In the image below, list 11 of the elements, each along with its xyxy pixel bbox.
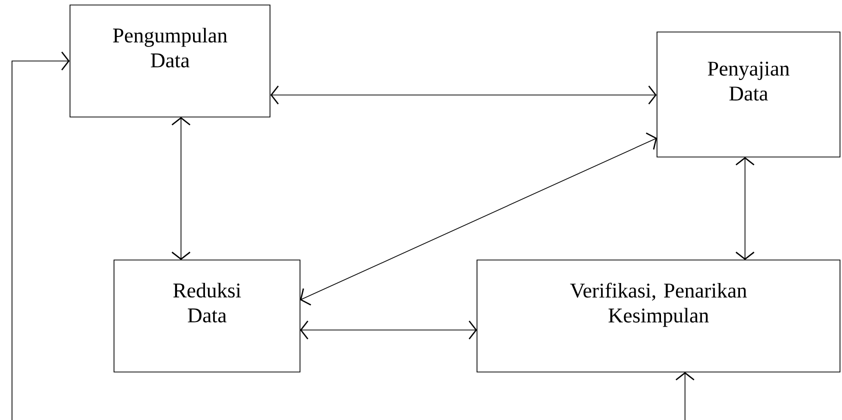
arrow xyxy=(270,86,657,104)
arrow xyxy=(300,320,477,340)
process-box: Pengumpulan Data xyxy=(70,4,270,118)
arrow xyxy=(736,157,754,260)
process-box: Verifikasi, Penarikan Kesimpulan xyxy=(476,260,840,372)
process-box: Penyajian Data xyxy=(656,32,840,158)
arrow xyxy=(676,372,694,420)
arrow xyxy=(172,117,190,260)
process-box: Reduksi Data xyxy=(114,260,300,372)
arrow xyxy=(12,52,70,420)
arrow xyxy=(300,132,657,306)
